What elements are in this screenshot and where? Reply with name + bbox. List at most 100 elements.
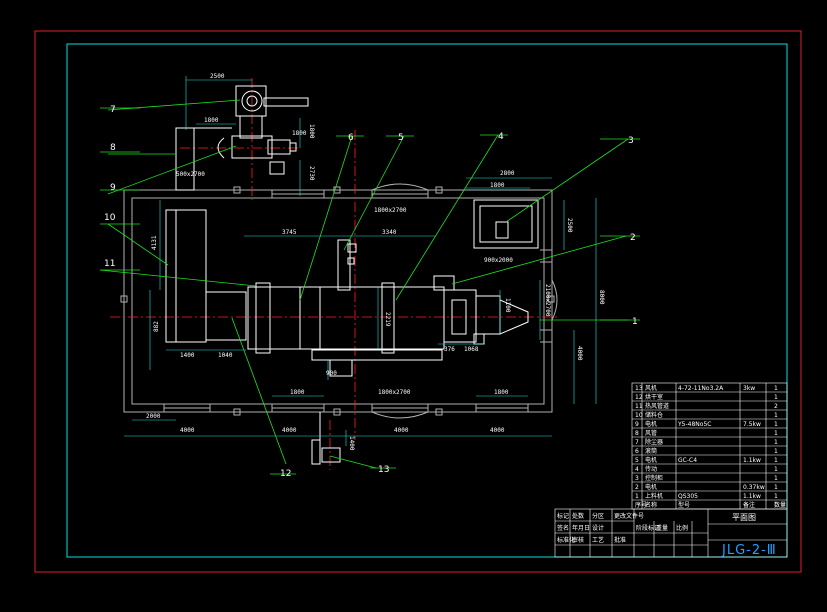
parts-cell-name: 传动 xyxy=(645,465,657,473)
title-cell: 更改文件号 xyxy=(614,512,644,520)
equipment xyxy=(165,85,539,465)
leader-label: 11 xyxy=(104,259,115,269)
parts-cell-name: 风管 xyxy=(645,429,657,437)
leader-label: 6 xyxy=(348,133,354,143)
parts-cell-qty_note: 0.37kw xyxy=(743,484,765,491)
title-cell: 重量 xyxy=(656,524,668,532)
building-walls xyxy=(120,183,558,419)
title-cell: 审核 xyxy=(572,536,584,544)
dim-3340: 3340 xyxy=(382,229,397,236)
parts-cell-name: 烘干室 xyxy=(645,393,663,401)
parts-cell-name: 电机 xyxy=(645,420,657,428)
dim-900: 900 xyxy=(326,370,337,377)
parts-cell-count: 2 xyxy=(774,403,778,410)
dim-2800: 2800 xyxy=(500,170,515,177)
parts-cell-no: 11 xyxy=(635,403,643,410)
parts-cell-no: 3 xyxy=(635,475,639,482)
parts-cell-count: 1 xyxy=(774,493,778,500)
title-cell: 处数 xyxy=(572,512,584,520)
parts-cell-count: 1 xyxy=(774,421,778,428)
dimension-lines xyxy=(124,76,597,446)
leader-label: 8 xyxy=(110,143,116,153)
centerlines xyxy=(110,78,560,470)
parts-cell-count: 1 xyxy=(774,484,778,491)
parts-cell-no: 10 xyxy=(635,412,643,419)
dim-4000: 4000 xyxy=(490,427,505,434)
parts-cell-no: 序号 xyxy=(635,501,647,509)
dim-4000: 4000 xyxy=(180,427,195,434)
parts-cell-name: 控制柜 xyxy=(645,474,663,482)
title-cell: 签名 xyxy=(557,524,569,532)
leader-lines xyxy=(99,99,640,475)
parts-cell-count: 1 xyxy=(774,475,778,482)
leader-label: 10 xyxy=(104,213,116,223)
leader-numbers: 1 2 3 4 5 6 7 8 9 10 11 12 13 xyxy=(104,105,638,479)
dim-2500: 2500 xyxy=(210,73,225,80)
parts-cell-no: 9 xyxy=(635,421,639,428)
parts-cell-spec: 4-72-11No3.2A xyxy=(678,385,724,392)
dim-1800: 1800 xyxy=(204,117,219,124)
parts-cell-no: 8 xyxy=(635,430,639,437)
dim-882: 882 xyxy=(153,321,160,332)
parts-cell-name: 储料仓 xyxy=(645,411,663,419)
dim-1068: 1068 xyxy=(464,346,479,353)
title-cell: 分区 xyxy=(592,512,604,520)
leader-label: 13 xyxy=(378,465,389,475)
dim-900x2000: 900x2000 xyxy=(484,257,513,264)
parts-cell-count: 1 xyxy=(774,457,778,464)
dim-1400: 1400 xyxy=(180,352,195,359)
dim-1800x2700: 1800x2700 xyxy=(374,207,407,214)
leader-label: 9 xyxy=(110,183,116,193)
dim-4000-vertical: 4000 xyxy=(576,346,583,361)
title-cell: 阶段标记 xyxy=(636,524,660,532)
dim-2730: 2730 xyxy=(308,166,315,181)
parts-cell-count: 1 xyxy=(774,439,778,446)
leader-label: 12 xyxy=(280,469,291,479)
parts-cell-no: 5 xyxy=(635,457,639,464)
parts-cell-count: 1 xyxy=(774,466,778,473)
title-cell: 工艺 xyxy=(592,536,604,544)
parts-cell-name: 热风管道 xyxy=(645,402,669,410)
parts-cell-no: 4 xyxy=(635,466,639,473)
parts-cell-spec: Y5-48No5C xyxy=(677,421,711,428)
parts-cell-spec: 型号 xyxy=(678,501,690,509)
parts-cell-count: 数量 xyxy=(774,501,786,509)
parts-cell-spec: GC-C4 xyxy=(678,457,697,464)
title-cell: 年月日 xyxy=(572,524,590,532)
dim-376: 376 xyxy=(444,346,455,353)
parts-cell-name: 电机 xyxy=(645,456,657,464)
dim-1040: 1040 xyxy=(218,352,233,359)
leader-label: 4 xyxy=(498,132,504,142)
inner-border xyxy=(66,43,788,558)
dim-4000: 4000 xyxy=(282,427,297,434)
title-cells: 标记处数分区更改文件号签名年月日设计标准化审核工艺批准阶段标记重量比例 xyxy=(557,512,688,544)
parts-cell-no: 7 xyxy=(635,439,639,446)
dim-2219: 2219 xyxy=(384,312,391,327)
dim-1800x2700: 1800x2700 xyxy=(378,389,411,396)
parts-cell-name: 上料机 xyxy=(645,492,663,500)
dim-1100: 1100 xyxy=(504,298,511,313)
parts-cell-count: 1 xyxy=(774,394,778,401)
title-cell: 标准化 xyxy=(557,536,575,544)
parts-cell-count: 1 xyxy=(774,412,778,419)
leader-label: 3 xyxy=(628,136,634,146)
parts-cell-no: 13 xyxy=(635,385,643,392)
dim-4131: 4131 xyxy=(151,235,158,250)
dim-500x2700: 500x2700 xyxy=(176,171,205,178)
title-block: 标记处数分区更改文件号签名年月日设计标准化审核工艺批准阶段标记重量比例 平面图 … xyxy=(554,508,788,558)
dimension-texts: 2500 1800 1800 1800 2730 500x2700 1800x2… xyxy=(146,73,605,451)
dim-1800: 1800 xyxy=(494,389,509,396)
parts-cell-name: 滚筒 xyxy=(645,447,657,455)
dim-2000: 2000 xyxy=(146,413,161,420)
dim-8000: 8000 xyxy=(598,290,605,305)
drawing-number: JLG-2-Ⅲ xyxy=(721,543,777,558)
parts-cell-no: 12 xyxy=(635,394,643,401)
leader-label: 5 xyxy=(398,133,404,143)
drawing-title: 平面图 xyxy=(732,513,756,522)
parts-cell-name: 风机 xyxy=(645,384,657,392)
parts-cell-name: 除尘器 xyxy=(645,438,663,446)
dim-3745: 3745 xyxy=(282,229,297,236)
parts-cell-qty_note: 3kw xyxy=(743,385,755,392)
